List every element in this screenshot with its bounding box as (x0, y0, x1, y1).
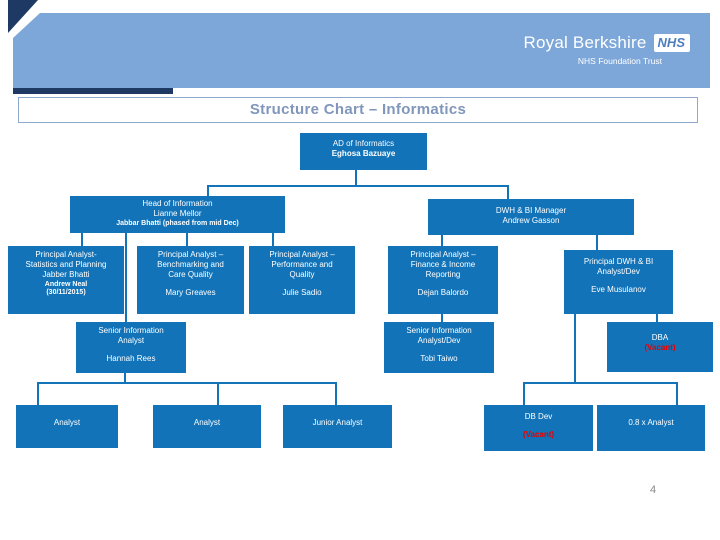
node-title: Senior Information Analyst (98, 326, 164, 345)
node-name: Mary Greaves (165, 288, 216, 297)
org-node-principal-analyst-statistics-planning: Principal Analyst- Statistics and Planni… (8, 246, 124, 314)
node-name: Jabber Bhatti (42, 270, 90, 279)
node-title: Principal Analyst – Finance & Income Rep… (410, 250, 476, 279)
org-node-junior-analyst: Junior Analyst (283, 405, 392, 448)
slide-title-box: Structure Chart – Informatics (18, 97, 698, 123)
node-title: Senior Information Analyst/Dev (406, 326, 472, 345)
org-node-senior-information-analyst: Senior Information Analyst Hannah Rees (76, 322, 186, 373)
node-title: DB Dev (524, 412, 553, 421)
org-node-db-dev: DB Dev (Vacant) (484, 405, 593, 451)
org-node-ad-of-informatics: AD of Informatics Eghosa Bazuaye (300, 133, 427, 170)
org-node-analyst-2: Analyst (153, 405, 261, 448)
org-node-0-8-analyst: 0.8 x Analyst (597, 405, 705, 451)
node-title: Principal Analyst – Performance and Qual… (269, 250, 335, 279)
page-number: 4 (650, 484, 657, 496)
org-node-principal-analyst-finance-income: Principal Analyst – Finance & Income Rep… (388, 246, 498, 314)
node-title: DWH & BI Manager (495, 206, 567, 215)
nhs-logo: Royal Berkshire NHS NHS Foundation Trust (524, 33, 690, 66)
node-name: Eve Musulanov (591, 285, 646, 294)
node-note: Andrew Neal (30/11/2015) (44, 281, 88, 296)
org-node-principal-analyst-performance: Principal Analyst – Performance and Qual… (249, 246, 355, 314)
node-name: Eghosa Bazuaye (331, 149, 396, 158)
node-title: Principal Analyst – Benchmarking and Car… (157, 250, 224, 279)
org-node-analyst-1: Analyst (16, 405, 118, 448)
node-note: Jabbar Bhatti (phased from mid Dec) (116, 220, 239, 227)
node-title: DBA (651, 333, 669, 342)
node-name: Tobi Taiwo (420, 354, 458, 363)
node-name: Lianne Mellor (153, 209, 202, 218)
org-node-dwh-bi-manager: DWH & BI Manager Andrew Gasson (428, 199, 634, 235)
vacant-label: (Vacant) (644, 343, 676, 352)
node-name: Dejan Balordo (417, 288, 469, 297)
node-title: AD of Informatics (332, 139, 395, 148)
vacant-label: (Vacant) (522, 430, 555, 439)
org-node-principal-analyst-benchmarking: Principal Analyst – Benchmarking and Car… (137, 246, 244, 314)
node-title: Analyst (53, 418, 81, 427)
org-node-principal-dwh-bi-analyst-dev: Principal DWH & BI Analyst/Dev Eve Musul… (564, 250, 673, 314)
node-title: Analyst (193, 418, 221, 427)
org-node-senior-information-analyst-dev: Senior Information Analyst/Dev Tobi Taiw… (384, 322, 494, 373)
node-name: Andrew Gasson (502, 216, 560, 225)
node-title: Junior Analyst (312, 418, 363, 427)
org-node-head-of-information: Head of Information Lianne Mellor Jabbar… (70, 196, 285, 233)
nhs-logo-icon: NHS (653, 34, 690, 52)
trust-type: NHS Foundation Trust (577, 56, 662, 66)
header-banner (13, 13, 710, 88)
node-title: 0.8 x Analyst (628, 418, 674, 427)
node-title: Principal DWH & BI Analyst/Dev (583, 257, 654, 276)
banner-underline-strip (13, 88, 173, 94)
org-node-dba: DBA (Vacant) (607, 322, 713, 372)
node-title: Head of Information (142, 199, 213, 208)
node-title: Principal Analyst- Statistics and Planni… (25, 250, 107, 269)
node-name: Julie Sadio (282, 288, 322, 297)
trust-name: Royal Berkshire (523, 33, 647, 52)
slide-title: Structure Chart – Informatics (249, 101, 467, 118)
node-name: Hannah Rees (106, 354, 156, 363)
